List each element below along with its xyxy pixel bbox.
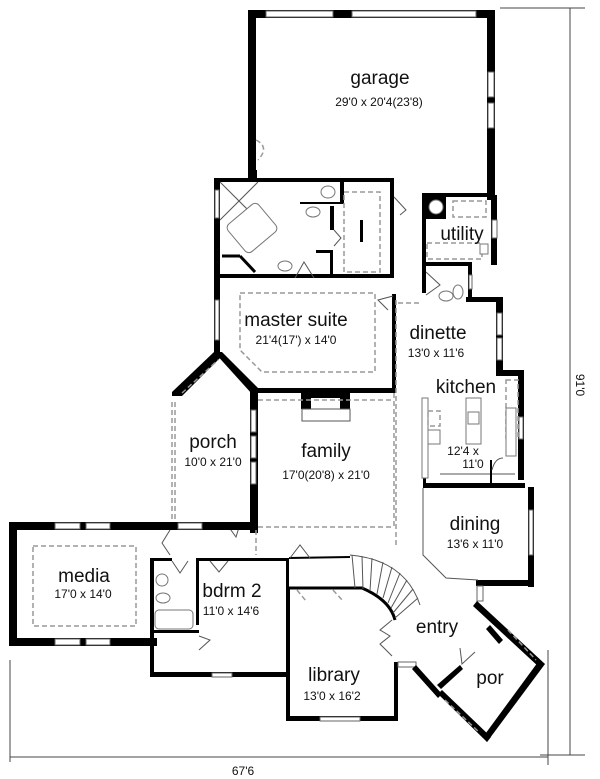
- toilet: [155, 592, 171, 604]
- porch-label: porch: [189, 432, 237, 453]
- bathtub: [226, 202, 278, 254]
- utility-label: utility: [440, 224, 484, 245]
- master-suite-dims: 21'4(17') x 14'0: [256, 333, 337, 347]
- utility-room: utility: [393, 193, 498, 302]
- cooktop: [467, 411, 480, 425]
- garage-door-left: [265, 10, 334, 18]
- media-room: media 17'0 x 14'0: [9, 522, 255, 646]
- bathtub: [154, 609, 194, 630]
- fireplace-left: [301, 393, 311, 409]
- sink: [305, 206, 321, 218]
- toilet: [452, 284, 464, 300]
- sink: [155, 573, 169, 587]
- por-label: por: [476, 668, 504, 689]
- garage-window: [487, 102, 495, 129]
- bedroom-2-room: bdrm 2 11'0 x 14'6: [150, 530, 289, 683]
- overall-width-label: 67'6: [232, 764, 255, 778]
- garage-label: garage: [350, 68, 409, 89]
- bdrm2-label: bdrm 2: [202, 581, 261, 602]
- closet: [343, 191, 381, 273]
- dinette-dims: 13'0 x 11'6: [408, 346, 465, 360]
- porch-dims: 10'0 x 21'0: [184, 455, 242, 469]
- dining-label: dining: [450, 514, 501, 535]
- overall-depth-label: 91'0: [573, 374, 587, 397]
- fireplace-right: [340, 393, 350, 409]
- entry-room: entry: [416, 585, 484, 638]
- bdrm2-dims: 11'0 x 14'6: [203, 604, 260, 618]
- sink: [438, 290, 454, 302]
- toilet: [320, 185, 336, 199]
- family-dims: 17'0(20'8) x 21'0: [282, 468, 370, 482]
- dining-room: dining 13'6 x 11'0: [395, 300, 534, 587]
- counter: [421, 397, 429, 479]
- porch-room: porch 10'0 x 21'0: [171, 352, 258, 539]
- dinette-label: dinette: [409, 323, 466, 344]
- library-room: library 13'0 x 16'2: [286, 588, 417, 722]
- library-label: library: [308, 665, 360, 686]
- master-suite-label: master suite: [244, 310, 347, 331]
- dining-dims: 13'6 x 11'0: [447, 537, 504, 551]
- media-label: media: [58, 566, 110, 587]
- family-label: family: [301, 441, 351, 462]
- hearth: [301, 408, 351, 422]
- kitchen-dims-line2: 11'0: [462, 457, 484, 471]
- kitchen-dims-line1: 12'4 x: [447, 444, 479, 458]
- garage-window: [487, 71, 495, 98]
- kitchen-room: kitchen 12'4 x 11'0: [421, 370, 525, 488]
- garage-dims: 29'0 x 20'4(23'8): [335, 95, 423, 109]
- counter: [426, 242, 483, 260]
- family-room: family 17'0(20'8) x 21'0: [258, 393, 395, 528]
- dinette-room: dinette 13'0 x 11'6: [408, 297, 521, 376]
- curved-staircase: [288, 544, 421, 621]
- sink: [277, 260, 293, 272]
- garage-door-right: [351, 10, 477, 18]
- front-porch: por: [412, 601, 545, 742]
- water-heater: [428, 199, 444, 215]
- library-dims: 13'0 x 16'2: [303, 689, 361, 703]
- entry-label: entry: [416, 617, 459, 638]
- kitchen-label: kitchen: [436, 377, 496, 398]
- garage-room: garage 29'0 x 20'4(23'8): [248, 10, 495, 200]
- media-dims: 17'0 x 14'0: [54, 587, 112, 601]
- refrigerator: [505, 407, 517, 457]
- master-suite-room: master suite 21'4(17') x 14'0: [214, 278, 422, 394]
- master-bath: [214, 170, 394, 279]
- dimension-lines: 67'6 91'0: [9, 7, 587, 778]
